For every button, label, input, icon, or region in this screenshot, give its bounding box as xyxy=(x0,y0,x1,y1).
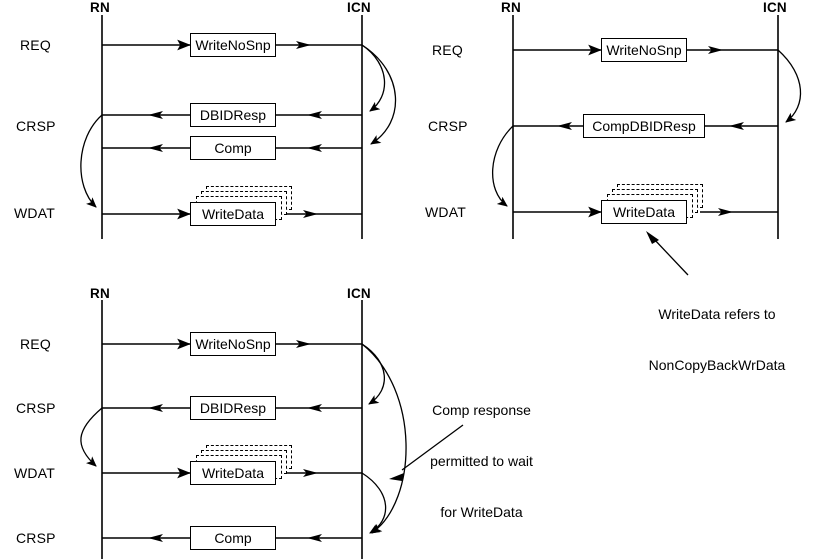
order-curve-req-to-dbidresp xyxy=(361,44,386,112)
callout-note-line-1: Comp response xyxy=(432,402,531,418)
diagram-bottom-left xyxy=(80,300,464,559)
channel-label-wdat: WDAT xyxy=(14,465,55,481)
msg-arrowhead-comp-left xyxy=(148,144,163,152)
message-box-writenosnp[interactable]: WriteNoSnp xyxy=(190,33,276,57)
msg-arrowhead-writenosnp-2 xyxy=(296,340,311,348)
message-box-comp[interactable]: Comp xyxy=(190,526,276,550)
message-box-writedata[interactable]: WriteData xyxy=(601,200,687,224)
order-curve-compdbidresp-to-writedata xyxy=(491,125,514,207)
msg-arrowhead-comp-right xyxy=(307,144,322,152)
msg-arrowhead-writenosnp-2 xyxy=(296,41,311,49)
diagram-top-left xyxy=(80,15,397,239)
msg-arrowhead-writedata-2 xyxy=(718,208,733,216)
callout-leader-line xyxy=(401,424,464,471)
callout-leader-line xyxy=(652,237,689,276)
channel-label-crsp-1: CRSP xyxy=(16,400,56,416)
msg-arrowhead-dbidresp-left xyxy=(148,111,163,119)
msg-arrowhead-writenosnp-2 xyxy=(708,46,723,54)
message-box-dbidresp[interactable]: DBIDResp xyxy=(190,396,276,420)
channel-label-wdat: WDAT xyxy=(14,205,55,221)
msg-arrowhead-writedata-2 xyxy=(303,469,318,477)
msg-arrowhead-dbidresp-left xyxy=(148,404,163,412)
order-curve-dbidresp-to-writedata xyxy=(80,114,103,208)
msg-arrowhead-comp-left xyxy=(148,534,163,542)
message-box-writedata[interactable]: WriteData xyxy=(190,202,276,226)
msg-arrowhead-writedata-2 xyxy=(303,210,318,218)
order-curve-req-to-dbidresp xyxy=(361,343,385,405)
callout-note-line-2: NonCopyBackWrData xyxy=(648,357,786,373)
message-box-writenosnp[interactable]: WriteNoSnp xyxy=(190,332,276,356)
callout-arrowhead xyxy=(646,231,659,244)
msg-arrowhead-dbidresp-right xyxy=(307,404,322,412)
message-box-dbidresp[interactable]: DBIDResp xyxy=(190,103,276,127)
message-box-compdbidresp[interactable]: CompDBIDResp xyxy=(583,114,705,138)
order-curve-req-to-comp xyxy=(361,44,397,145)
message-box-writedata[interactable]: WriteData xyxy=(190,461,276,485)
callout-note-line-2: permitted to wait xyxy=(430,453,533,469)
agent-label-rn: RN xyxy=(90,286,110,301)
agent-label-icn: ICN xyxy=(347,286,371,301)
order-curve-dbidresp-to-writedata xyxy=(80,407,103,467)
channel-label-req: REQ xyxy=(20,37,51,53)
channel-label-crsp: CRSP xyxy=(428,118,468,134)
msg-arrowhead-compdbidresp-left xyxy=(557,122,572,130)
msg-arrowhead-compdbidresp-right xyxy=(729,122,744,130)
callout-note-comp: Comp response permitted to wait for Writ… xyxy=(424,368,539,555)
message-box-comp[interactable]: Comp xyxy=(190,136,276,160)
callout-note-line-3: for WriteData xyxy=(440,504,523,520)
channel-label-crsp: CRSP xyxy=(16,118,56,134)
order-curve-req-to-compdbidresp xyxy=(777,49,802,123)
order-curve-writedata-to-comp xyxy=(361,472,387,534)
callout-note-line-1: WriteData refers to xyxy=(658,306,776,322)
order-curve-req-to-comp xyxy=(361,343,407,534)
msg-arrowhead-comp-right xyxy=(307,534,322,542)
channel-label-req: REQ xyxy=(20,336,51,352)
callout-note-writedata: WriteData refers to NonCopyBackWrData xyxy=(617,272,813,408)
agent-label-rn: RN xyxy=(90,0,110,15)
channel-label-crsp-2: CRSP xyxy=(16,530,56,546)
message-box-writenosnp[interactable]: WriteNoSnp xyxy=(601,38,687,62)
msg-arrowhead-dbidresp-right xyxy=(307,111,322,119)
diagram-top-right xyxy=(491,15,802,276)
callout-arrowhead xyxy=(389,473,404,481)
agent-label-rn: RN xyxy=(501,0,521,15)
agent-label-icn: ICN xyxy=(763,0,787,15)
channel-label-req: REQ xyxy=(432,42,463,58)
channel-label-wdat: WDAT xyxy=(425,204,466,220)
agent-label-icn: ICN xyxy=(347,0,371,15)
